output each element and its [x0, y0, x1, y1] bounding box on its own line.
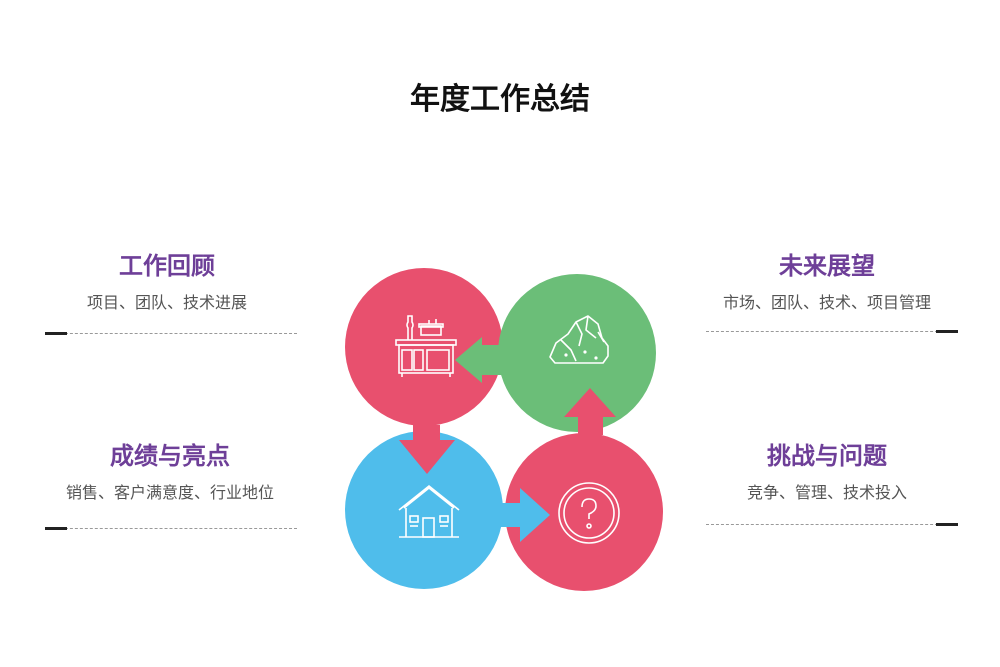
section-outlook: 未来展望 市场、团队、技术、项目管理 [697, 246, 957, 313]
section-text: 项目、团队、技术进展 [86, 293, 247, 312]
arrow-up [564, 388, 616, 435]
kitchen-icon [395, 315, 457, 377]
arrow-down [399, 425, 455, 474]
circle-achievements [345, 431, 503, 589]
section-challenges: 挑战与问题 竞争、管理、技术投入 [697, 436, 957, 503]
circle-outlook [498, 274, 656, 432]
circle-review [345, 268, 503, 426]
arrow-left [455, 337, 502, 383]
divider [706, 523, 958, 526]
page-title: 年度工作总结 [410, 82, 590, 117]
section-heading: 挑战与问题 [767, 442, 887, 470]
divider [45, 527, 297, 530]
section-heading: 工作回顾 [119, 252, 215, 280]
section-heading: 未来展望 [779, 252, 875, 280]
section-heading: 成绩与亮点 [110, 442, 230, 470]
divider [45, 332, 297, 335]
question-icon [558, 482, 620, 544]
section-text: 销售、客户满意度、行业地位 [65, 483, 274, 502]
section-text: 市场、团队、技术、项目管理 [722, 293, 931, 312]
section-text: 竞争、管理、技术投入 [746, 483, 907, 502]
house-icon [398, 484, 460, 538]
section-work-review: 工作回顾 项目、团队、技术进展 [37, 246, 297, 313]
rocks-icon [549, 315, 609, 364]
divider [706, 330, 958, 333]
circle-challenges [505, 433, 663, 591]
section-achievements: 成绩与亮点 销售、客户满意度、行业地位 [40, 436, 300, 503]
arrow-right [500, 488, 550, 542]
